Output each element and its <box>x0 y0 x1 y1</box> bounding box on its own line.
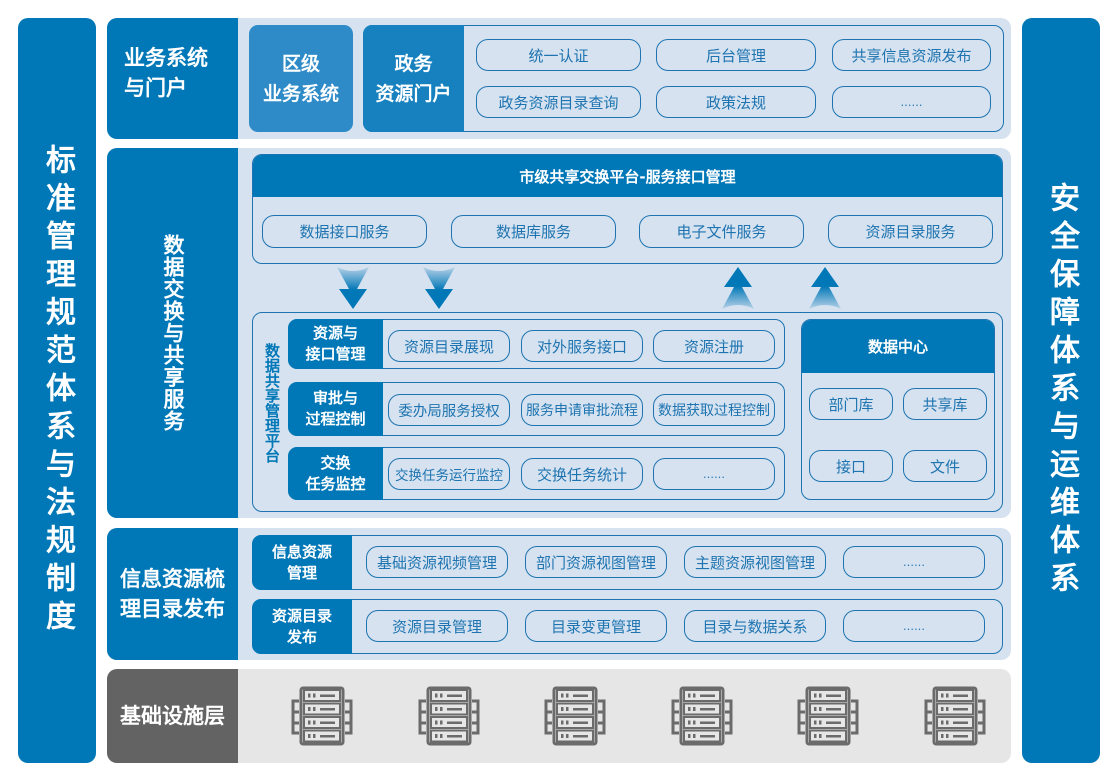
infra-layer-label: 基础设施层 <box>107 669 238 763</box>
left-pillar-standards: 标准管理规范体系与法规制度 <box>18 18 96 763</box>
sharing-item[interactable]: 委办局服务授权 <box>388 394 510 426</box>
city-platform: 市级共享交换平台-服务接口管理 <box>252 154 1003 264</box>
portal-item-shared-publish[interactable]: 共享信息资源发布 <box>832 39 991 71</box>
service-database[interactable]: 数据库服务 <box>451 215 616 248</box>
data-center-shared-db[interactable]: 共享库 <box>903 388 987 420</box>
business-layer-label: 业务系统 与门户 <box>107 18 238 139</box>
tag-line1: 资源与 <box>312 324 358 342</box>
infra-layer: 基础设施层 <box>107 669 1011 763</box>
sharing-row-tag-task-monitor: 交换任务监控 <box>288 447 383 500</box>
catalog-item[interactable]: 目录变更管理 <box>525 610 667 642</box>
tag-line1: 信息资源 <box>271 542 332 561</box>
data-center-file[interactable]: 文件 <box>903 450 987 482</box>
tag-line1: 资源目录 <box>271 606 332 625</box>
catalog-label-line2: 理目录发布 <box>120 597 225 621</box>
service-data-interface[interactable]: 数据接口服务 <box>262 215 427 248</box>
portal-item-backend-admin[interactable]: 后台管理 <box>656 39 816 71</box>
district-line2: 业务系统 <box>262 82 339 105</box>
tag-line2: 发布 <box>286 627 317 646</box>
data-center-title: 数据中心 <box>802 320 994 373</box>
catalog-item[interactable]: 基础资源视频管理 <box>366 546 508 578</box>
sharing-item[interactable]: 对外服务接口 <box>521 330 643 362</box>
sharing-platform-label: 数据共享管理平台 <box>263 343 281 463</box>
catalog-layer: 信息资源梳 理目录发布 信息资源管理 基础资源视频管理 部门资源视图管理 主题资… <box>107 528 1011 660</box>
up-arrow-icon <box>722 267 754 309</box>
gov-resource-portal[interactable]: 政务 资源门户 <box>363 25 464 132</box>
catalog-row-tag-catalog-publish: 资源目录发布 <box>252 599 352 654</box>
catalog-item[interactable]: 主题资源视图管理 <box>684 546 826 578</box>
sharing-item[interactable]: 资源注册 <box>653 330 775 362</box>
data-center-interface[interactable]: 接口 <box>809 450 893 482</box>
catalog-item-more[interactable]: …… <box>843 546 985 578</box>
sharing-item[interactable]: 资源目录展现 <box>388 330 510 362</box>
infra-label-text: 基础设施层 <box>120 704 225 728</box>
data-center-dept-db[interactable]: 部门库 <box>809 388 893 420</box>
sharing-row-tag-approval-control: 审批与过程控制 <box>288 382 383 436</box>
business-layer: 业务系统 与门户 区级 业务系统 政务 资源门户 统一认证 后台管理 共享信息资… <box>107 18 1011 139</box>
up-arrow-icon <box>809 267 841 309</box>
left-pillar-label: 标准管理规范体系与法规制度 <box>40 143 75 638</box>
catalog-item[interactable]: 部门资源视图管理 <box>525 546 667 578</box>
server-rack-icon <box>544 686 606 746</box>
service-resource-catalog[interactable]: 资源目录服务 <box>828 215 993 248</box>
portal-item-policy[interactable]: 政策法规 <box>656 86 816 118</box>
sharing-item[interactable]: …… <box>653 458 775 490</box>
tag-line1: 交换 <box>320 453 351 472</box>
sharing-item[interactable]: 数据获取过程控制 <box>653 394 775 426</box>
portal-item-more[interactable]: …… <box>832 86 991 118</box>
catalog-item-more[interactable]: …… <box>843 610 985 642</box>
server-rack-icon <box>418 686 479 746</box>
business-label-line1: 业务系统 <box>124 46 208 70</box>
sharing-platform-frame <box>252 312 1003 512</box>
portal-item-catalog-query[interactable]: 政务资源目录查询 <box>476 86 641 118</box>
sharing-row-tag-resource-interface: 资源与接口管理 <box>288 319 383 369</box>
exchange-layer: 数据交换与共享服务 市级共享交换平台-服务接口管理 数据接口服务 数据库服务 电… <box>107 148 1011 518</box>
tag-line1: 审批与 <box>312 389 358 407</box>
data-center: 数据中心 <box>801 319 995 500</box>
right-pillar-label: 安全保障体系与运维体系 <box>1044 181 1079 600</box>
portal-item-unified-auth[interactable]: 统一认证 <box>476 39 641 71</box>
server-rack-icon <box>671 686 732 746</box>
sharing-item[interactable]: 服务申请审批流程 <box>521 394 643 426</box>
tag-line2: 接口管理 <box>305 345 366 363</box>
business-label-line2: 与门户 <box>124 76 187 100</box>
catalog-layer-label: 信息资源梳 理目录发布 <box>107 528 238 660</box>
right-pillar-security: 安全保障体系与运维体系 <box>1022 18 1100 763</box>
portal-line1: 政务 <box>394 52 433 75</box>
catalog-item[interactable]: 资源目录管理 <box>366 610 508 642</box>
down-arrow-icon <box>337 267 369 309</box>
tag-line2: 过程控制 <box>305 410 366 428</box>
city-platform-title: 市级共享交换平台-服务接口管理 <box>253 155 1002 197</box>
portal-line2: 资源门户 <box>375 82 452 105</box>
catalog-row-tag-info-resource: 信息资源管理 <box>252 535 352 590</box>
exchange-label-text: 数据交换与共享服务 <box>161 234 185 432</box>
catalog-item[interactable]: 目录与数据关系 <box>684 610 826 642</box>
service-electronic-file[interactable]: 电子文件服务 <box>639 215 804 248</box>
district-business-system[interactable]: 区级 业务系统 <box>249 25 353 132</box>
exchange-layer-label: 数据交换与共享服务 <box>107 148 238 518</box>
server-rack-icon <box>291 686 353 746</box>
sharing-item[interactable]: 交换任务统计 <box>521 458 643 490</box>
district-line1: 区级 <box>281 52 320 75</box>
tag-line2: 管理 <box>286 563 317 582</box>
catalog-label-line1: 信息资源梳 <box>120 567 225 591</box>
down-arrow-icon <box>423 267 455 309</box>
tag-line2: 任务监控 <box>305 474 366 493</box>
server-rack-icon <box>797 686 859 746</box>
server-rack-icon <box>924 686 985 746</box>
sharing-item[interactable]: 交换任务运行监控 <box>388 458 510 490</box>
